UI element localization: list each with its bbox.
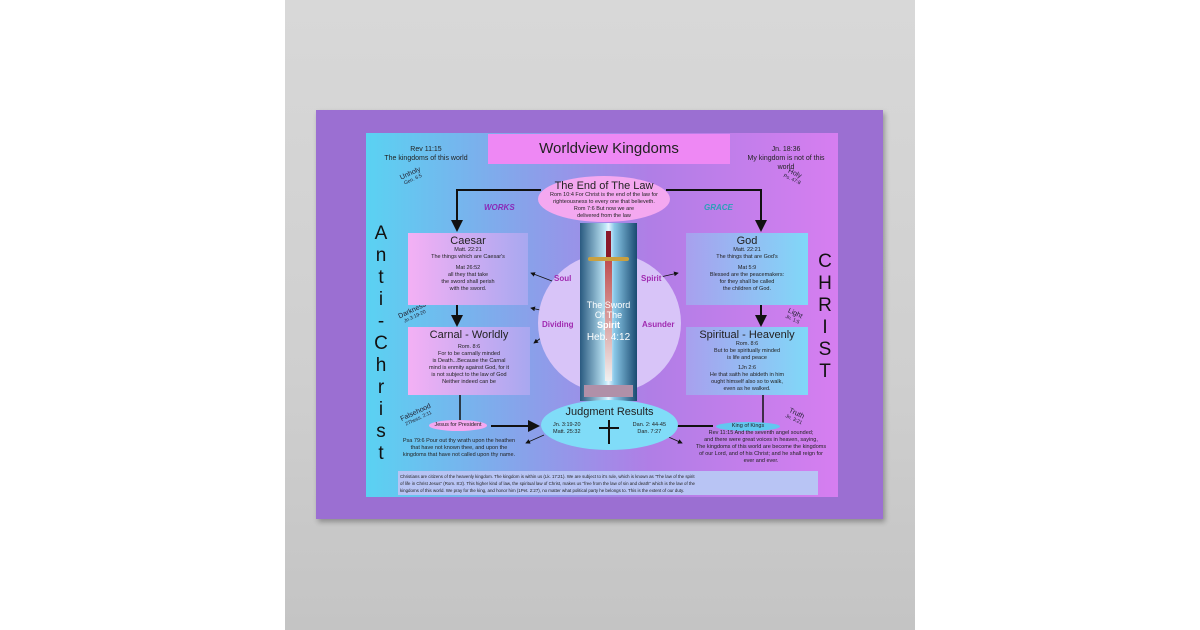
left-header-text: The kingdoms of this world xyxy=(384,155,468,162)
god-title: God xyxy=(736,235,758,247)
vertical-letter: H xyxy=(818,273,832,294)
sword-text-1: The Sword xyxy=(586,300,631,310)
grace-label: GRACE xyxy=(704,203,733,212)
vertical-letter: h xyxy=(375,355,387,376)
vertical-letter: i xyxy=(378,289,384,310)
rev-text: Rev 11:15 And the seventh angel sounded;… xyxy=(695,430,827,464)
asunder-label: Asunder xyxy=(642,320,675,329)
right-header-text: My kingdom is not of this world xyxy=(747,155,825,171)
left-header-ref: Rev 11:15 xyxy=(410,146,442,153)
footer-text: Christians are citizens of the heavenly … xyxy=(398,471,818,495)
works-label: WORKS xyxy=(484,203,515,212)
right-header-ref: Jn. 18:36 xyxy=(771,146,801,153)
sword-guard-icon xyxy=(588,257,629,261)
arrow-works xyxy=(451,189,541,232)
end-of-law-ellipse: The End of The Law Rom 10:4 For Christ i… xyxy=(538,176,670,222)
carnal-title: Carnal - Worldly xyxy=(429,329,509,341)
psa-text: Psa 79:6 Pour out thy wrath upon the hea… xyxy=(402,438,516,458)
vertical-letter: s xyxy=(376,421,386,442)
arrow-grace xyxy=(666,189,767,232)
spiritual-title: Spiritual - Heavenly xyxy=(699,329,795,341)
king-of-kings-badge: King of Kings xyxy=(716,422,780,431)
vertical-letter: R xyxy=(818,295,832,316)
page-title: Worldview Kingdoms xyxy=(539,140,679,157)
judgment-title: Judgment Results xyxy=(565,406,654,418)
end-of-law-text: Rom 10:4 For Christ is the end of the la… xyxy=(550,192,658,219)
title-bar: Worldview Kingdoms xyxy=(488,134,730,164)
spirit-label: Spirit xyxy=(641,274,662,283)
right-header: Jn. 18:36 My kingdom is not of this world xyxy=(741,145,831,172)
dividing-label: Dividing xyxy=(542,320,574,329)
cross-icon xyxy=(608,420,610,444)
sword-text-3: Spirit xyxy=(596,320,620,330)
soul-label: Soul xyxy=(554,274,572,283)
vertical-letter: t xyxy=(378,443,384,464)
vertical-letter: C xyxy=(818,251,832,272)
end-of-law-title: The End of The Law xyxy=(554,180,654,192)
caesar-title: Caesar xyxy=(450,235,486,247)
vertical-letter: i xyxy=(378,399,384,420)
vertical-letter: t xyxy=(378,267,384,288)
sword-hilt-icon xyxy=(606,231,611,259)
vertical-letter: S xyxy=(818,339,832,360)
vertical-letter: - xyxy=(377,311,385,332)
vertical-letter: T xyxy=(819,361,831,382)
vertical-letter: I xyxy=(822,317,828,338)
vertical-letter: C xyxy=(374,333,388,354)
vertical-letter: r xyxy=(377,377,385,398)
sword-ref: Heb. 4:12 xyxy=(586,332,631,343)
bible-icon xyxy=(584,385,633,397)
vertical-letter: n xyxy=(375,245,387,266)
sword-blade-icon xyxy=(605,261,612,381)
cross-icon-bar xyxy=(599,427,619,429)
sword-text-2: Of The xyxy=(594,310,623,320)
vertical-letter: A xyxy=(374,223,388,244)
jesus-for-president-badge: Jesus for President xyxy=(429,420,487,431)
